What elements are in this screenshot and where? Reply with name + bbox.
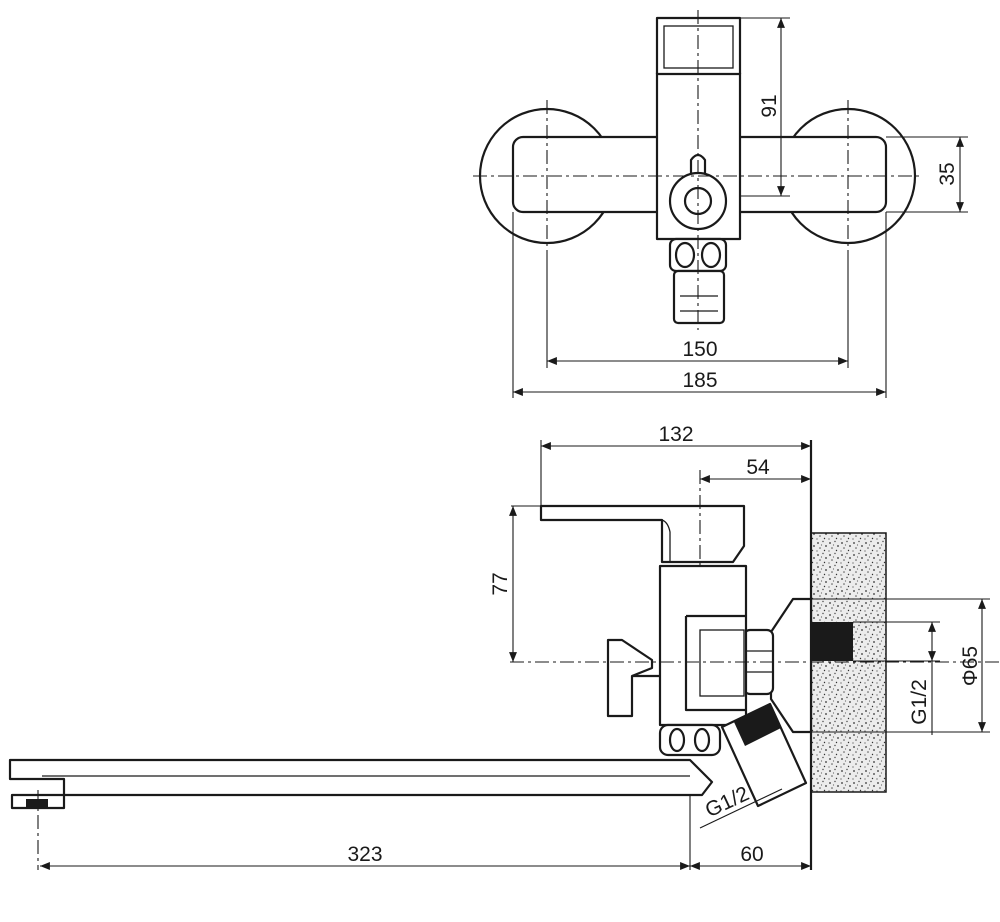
body-inset: [699, 629, 745, 697]
diverter-hole-right: [700, 241, 722, 269]
dim-label-60: 60: [740, 843, 763, 866]
side-diverter: [658, 723, 722, 757]
wall-fitting: [811, 622, 853, 661]
dim-label-dia65: Φ65: [959, 646, 982, 686]
mixer-body: [658, 564, 748, 727]
dim-label-54: 54: [746, 456, 770, 479]
dim-label-150: 150: [682, 338, 717, 361]
diverter-hole-left: [674, 241, 696, 269]
body-inner: [684, 616, 746, 712]
top-view: 150 185 91 35: [473, 10, 968, 398]
handle-lever: [539, 504, 746, 564]
dim-leader-g12-shower: [699, 788, 783, 829]
dim-label-35: 35: [936, 162, 959, 185]
dim-label-g12-shower: G1/2: [702, 782, 753, 822]
outlet: [672, 269, 726, 325]
spout: [8, 758, 714, 797]
dim-label-323: 323: [347, 843, 382, 866]
side-knob: [606, 638, 654, 718]
shower-outlet-thread: [734, 704, 781, 746]
dim-label-91: 91: [758, 94, 781, 117]
dim-label-185: 185: [682, 369, 717, 392]
flange: [769, 597, 813, 734]
dim-label-g12-wall: G1/2: [908, 679, 931, 725]
dim-label-132: 132: [658, 423, 693, 446]
side-view: 132 54 77 323 60 Φ65 G1/2 G1/2: [8, 423, 1000, 870]
dim-label-77: 77: [489, 572, 512, 595]
